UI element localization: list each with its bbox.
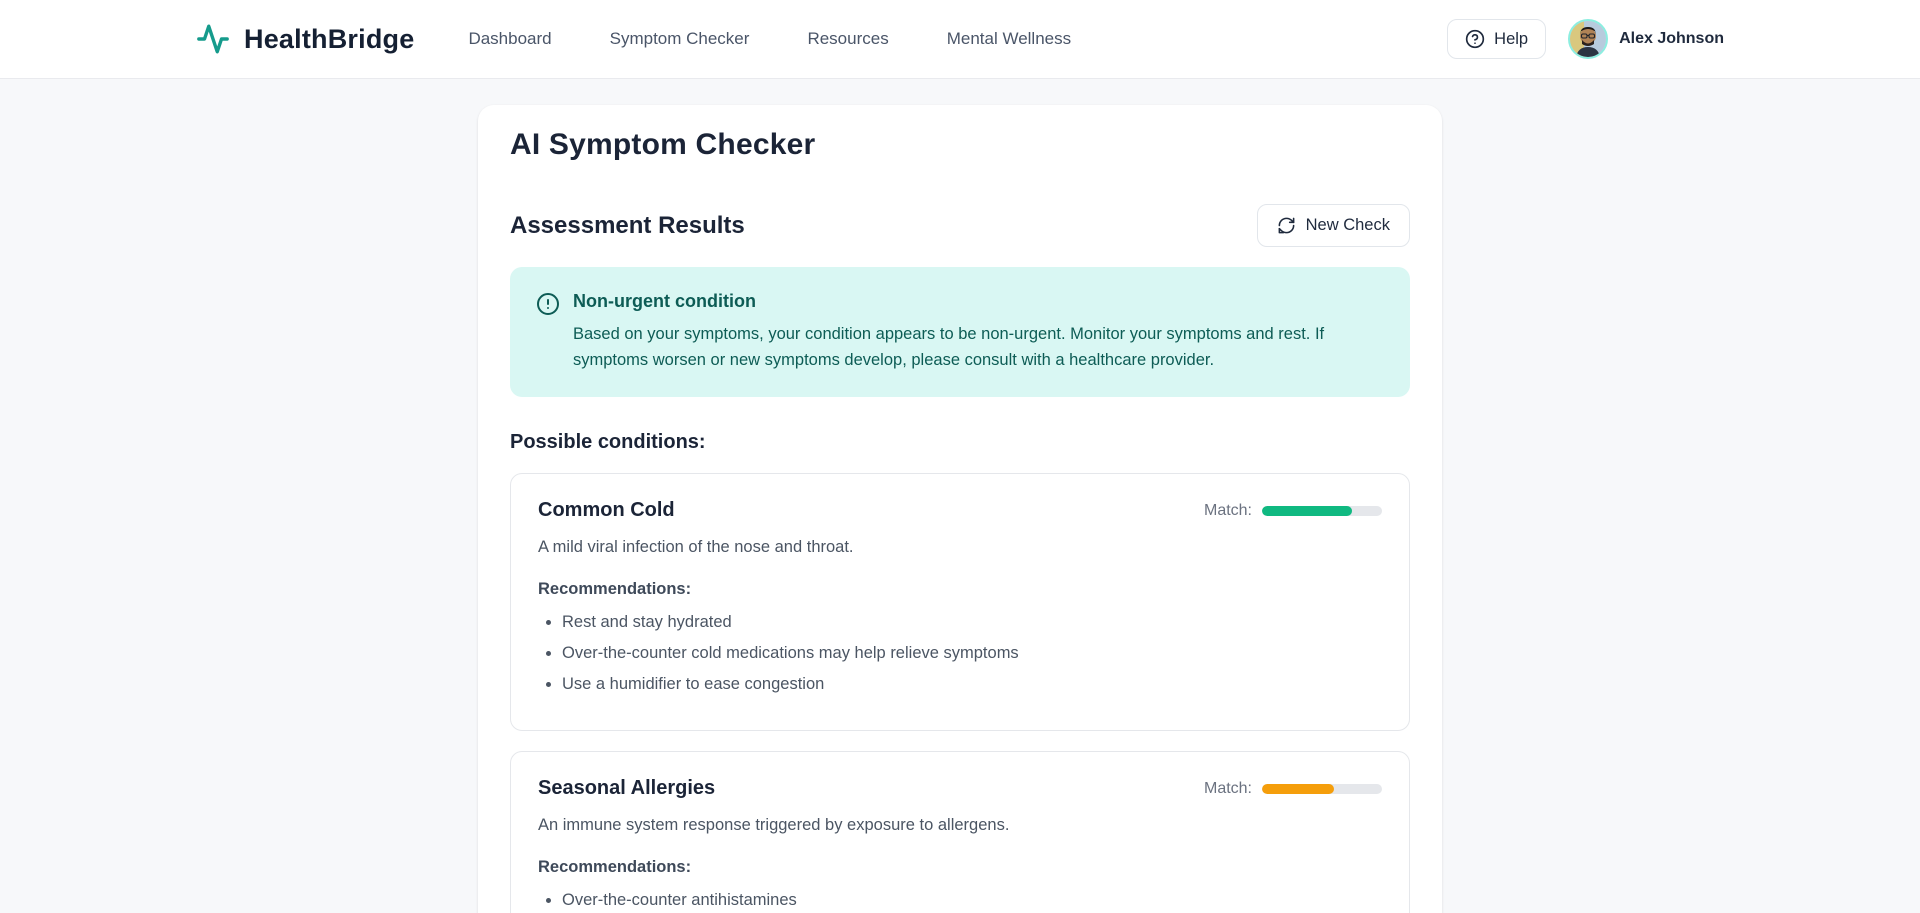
- nav-item-symptom-checker[interactable]: Symptom Checker: [609, 29, 750, 48]
- recommendation-item: Rest and stay hydrated: [562, 610, 1382, 635]
- match-bar-track: [1262, 505, 1382, 516]
- match-label: Match:: [1203, 779, 1252, 797]
- results-heading: Assessment Results: [510, 211, 745, 239]
- match-bar-fill: [1262, 783, 1334, 794]
- condition-head: Seasonal Allergies Match:: [538, 777, 1382, 800]
- banner-message: Based on your symptoms, your condition a…: [573, 325, 1325, 369]
- avatar: [1568, 19, 1609, 59]
- help-button[interactable]: Help: [1447, 19, 1547, 59]
- recommendation-item: Over-the-counter antihistamines: [562, 888, 1382, 913]
- match-label: Match:: [1203, 501, 1252, 519]
- condition-card: Seasonal Allergies Match: An immune syst…: [510, 751, 1410, 913]
- top-header: HealthBridge Dashboard Symptom Checker R…: [0, 0, 1920, 79]
- new-check-label: New Check: [1305, 216, 1390, 234]
- match-indicator: Match:: [1204, 780, 1382, 798]
- possible-conditions-label: Possible conditions:: [510, 431, 706, 453]
- condition-description: A mild viral infection of the nose and t…: [538, 538, 854, 556]
- alert-circle-icon: [536, 292, 560, 373]
- match-bar-track: [1262, 783, 1382, 794]
- results-header: Assessment Results New Check: [510, 204, 1410, 247]
- nav-item-dashboard[interactable]: Dashboard: [468, 29, 552, 48]
- activity-pulse-icon: [194, 20, 232, 58]
- nav-item-resources[interactable]: Resources: [807, 29, 889, 48]
- match-indicator: Match:: [1204, 502, 1382, 520]
- page-title: AI Symptom Checker: [510, 128, 816, 161]
- main-nav: Dashboard Symptom Checker Resources Ment…: [468, 29, 1071, 49]
- user-menu[interactable]: Alex Johnson: [1568, 19, 1724, 59]
- new-check-button[interactable]: New Check: [1256, 204, 1410, 247]
- header-right: Help Alex Johnson: [1447, 19, 1724, 59]
- banner-content: Non-urgent condition Based on your sympt…: [573, 291, 1384, 373]
- recommendations-label: Recommendations:: [538, 580, 692, 598]
- conditions-list: Common Cold Match: A mild viral infectio…: [510, 473, 1410, 913]
- urgency-banner: Non-urgent condition Based on your sympt…: [510, 267, 1410, 397]
- banner-title: Non-urgent condition: [573, 291, 756, 311]
- recommendations-list: Over-the-counter antihistamines: [538, 888, 1382, 913]
- condition-name: Seasonal Allergies: [538, 777, 716, 799]
- condition-head: Common Cold Match:: [538, 499, 1382, 522]
- symptom-checker-panel: AI Symptom Checker Assessment Results Ne…: [478, 105, 1442, 913]
- recommendation-item: Over-the-counter cold medications may he…: [562, 641, 1382, 666]
- question-circle-icon: [1465, 29, 1485, 49]
- recommendations-list: Rest and stay hydratedOver-the-counter c…: [538, 610, 1382, 697]
- condition-name: Common Cold: [538, 499, 675, 521]
- help-button-label: Help: [1494, 29, 1529, 48]
- condition-description: An immune system response triggered by e…: [538, 816, 1010, 834]
- nav-item-mental-wellness[interactable]: Mental Wellness: [946, 29, 1072, 48]
- condition-card: Common Cold Match: A mild viral infectio…: [510, 473, 1410, 731]
- match-bar-fill: [1262, 505, 1352, 516]
- user-name: Alex Johnson: [1619, 30, 1724, 47]
- recommendations-label: Recommendations:: [538, 858, 692, 876]
- brand-name: HealthBridge: [244, 23, 415, 54]
- recommendation-item: Use a humidifier to ease congestion: [562, 672, 1382, 697]
- refresh-icon: [1277, 216, 1296, 235]
- brand-logo[interactable]: HealthBridge: [194, 20, 414, 58]
